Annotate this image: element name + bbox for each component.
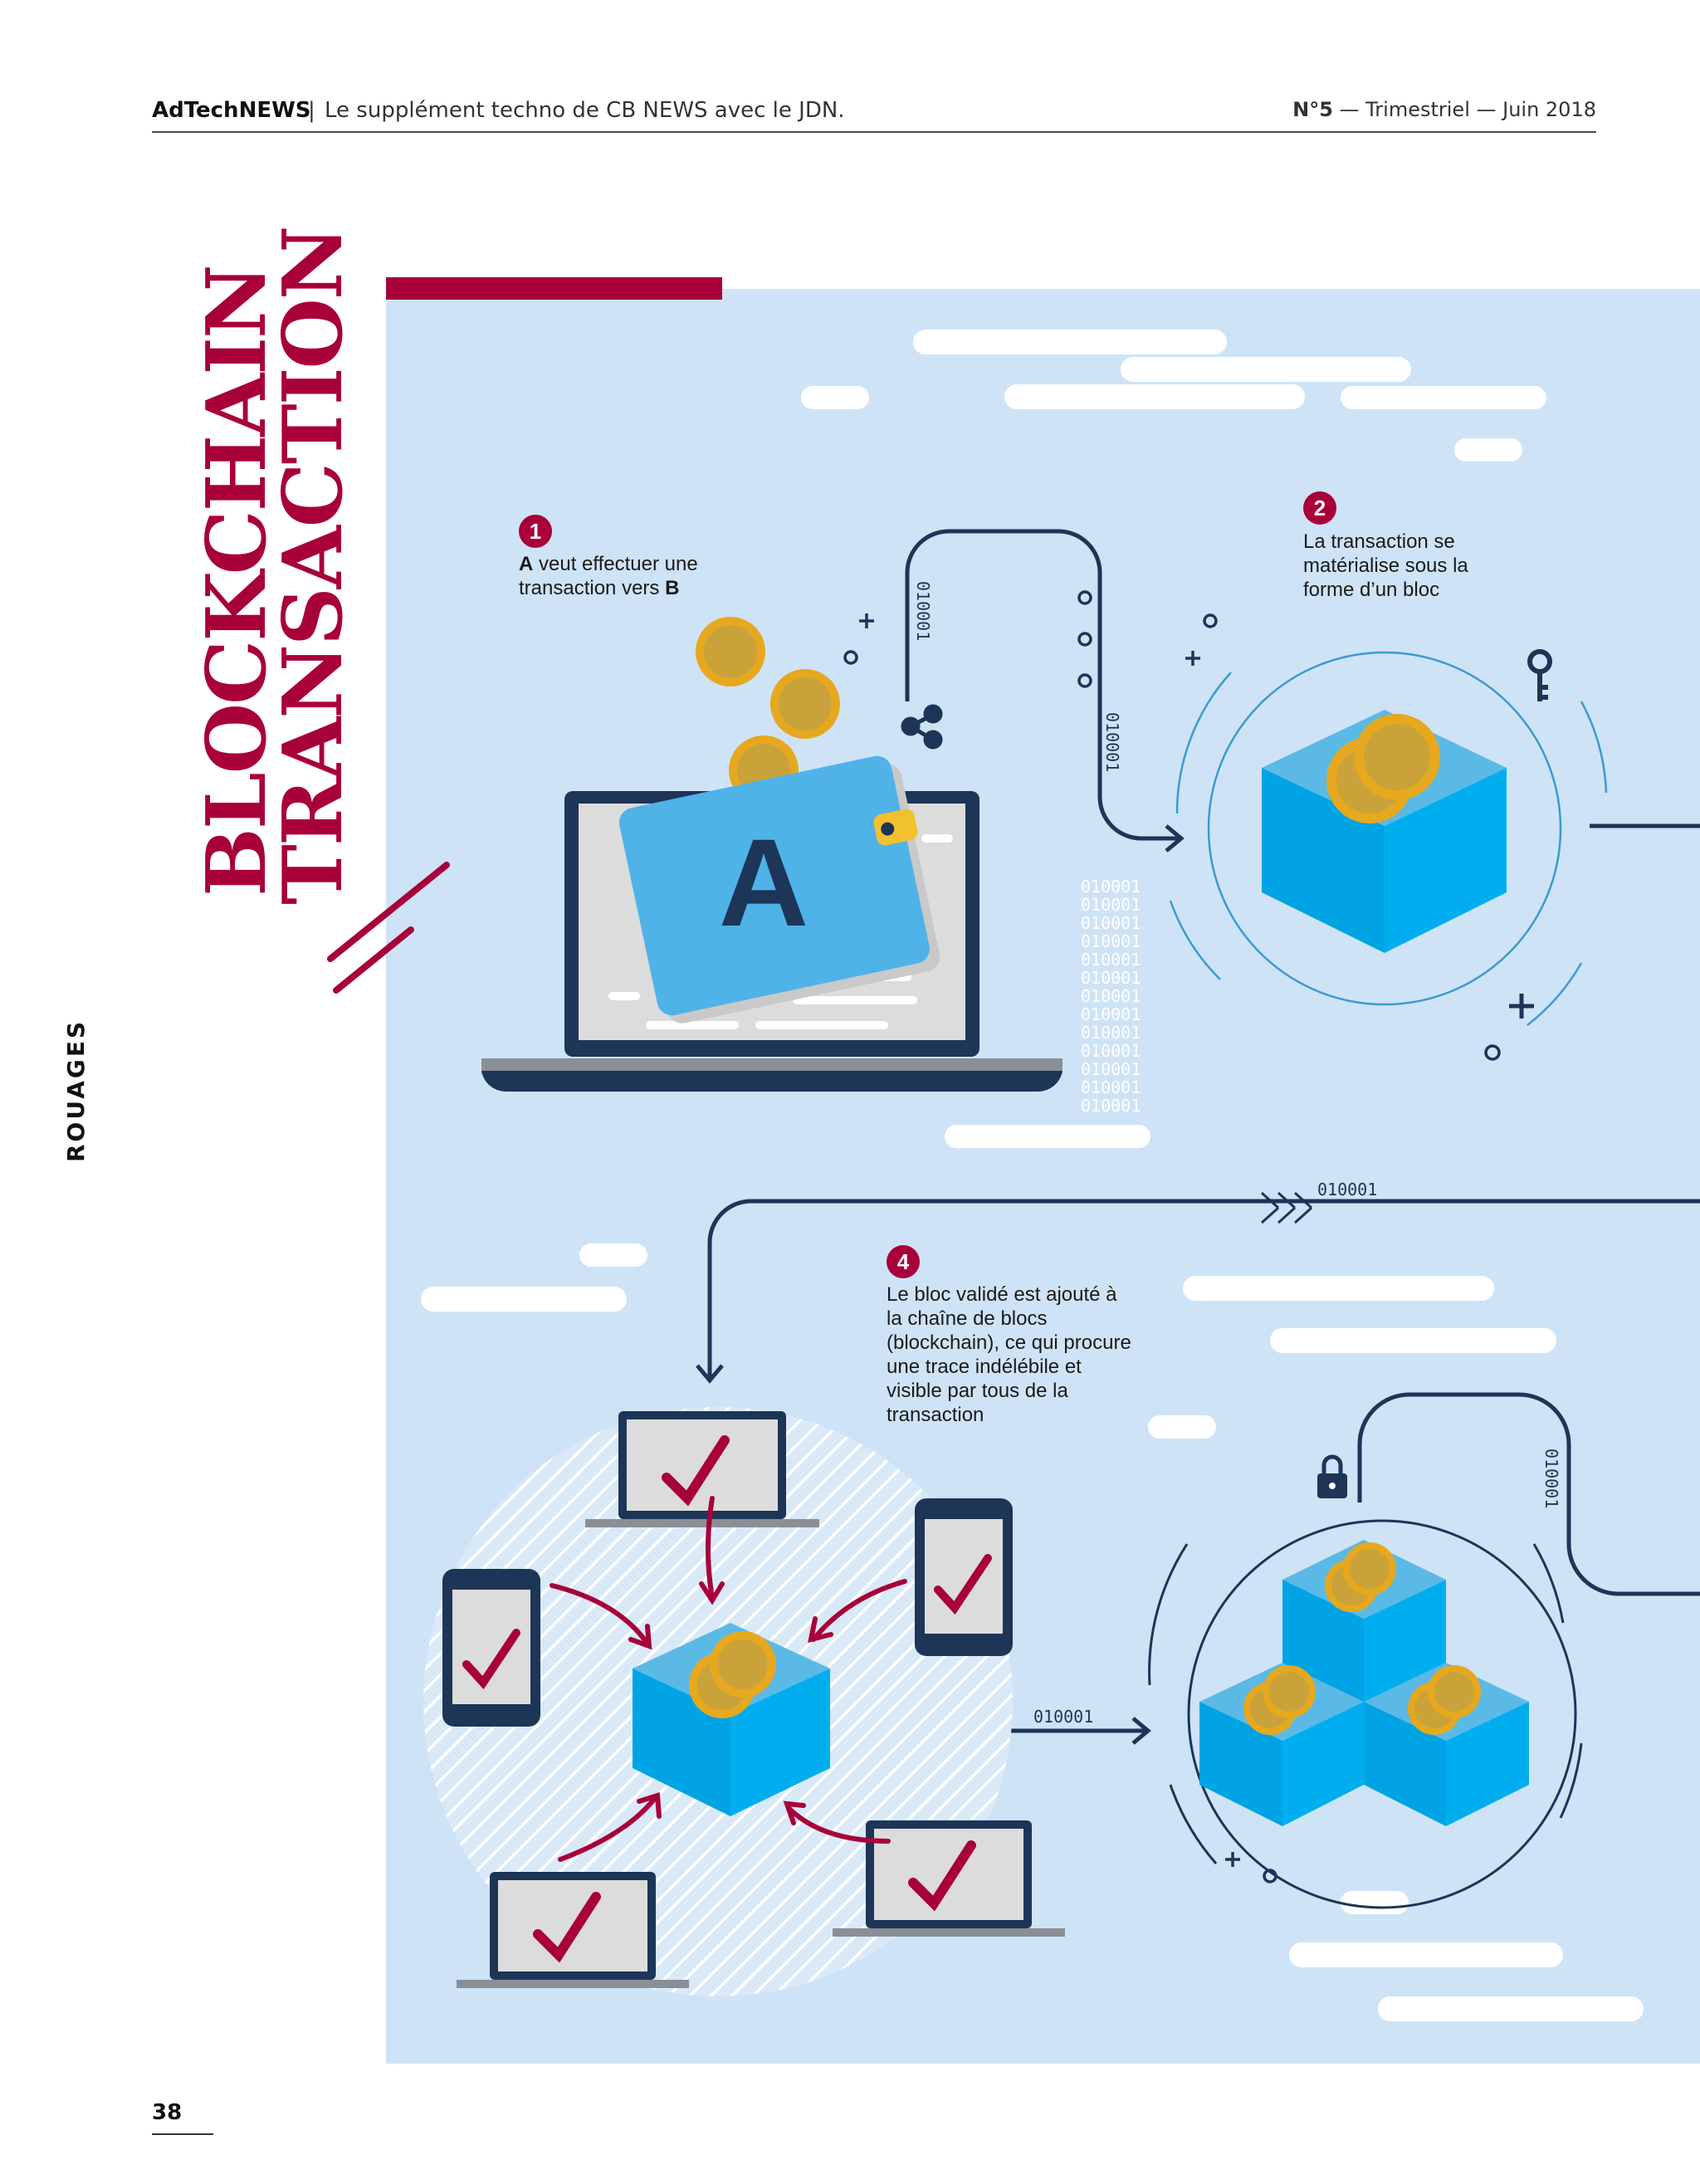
step-2-badge: 2: [1303, 491, 1336, 525]
validator-laptop-bottom-left: [457, 1872, 689, 1988]
laptop-wallet-illustration: A: [481, 617, 1062, 1092]
consensus-network-illustration: [423, 1407, 1065, 1996]
publication-tagline: Le supplément techno de CB NEWS avec le …: [325, 98, 845, 123]
block-cube-illustration: [1169, 651, 1608, 1026]
svg-text:010001: 010001: [1081, 1041, 1141, 1061]
svg-text:010001: 010001: [1081, 877, 1141, 897]
issue-number: N°5: [1292, 98, 1333, 121]
wallet-letter: A: [719, 813, 808, 952]
svg-text:010001: 010001: [1081, 950, 1141, 970]
svg-text:010001: 010001: [1081, 1023, 1141, 1043]
validator-laptop-bottom-right: [833, 1820, 1065, 1937]
party-b: B: [665, 577, 680, 599]
svg-text:010001: 010001: [1081, 986, 1141, 1006]
binary-label: 010001: [1102, 712, 1122, 772]
binary-label: 010001: [1033, 1707, 1093, 1727]
step-2-caption: La transaction se matérialise sous la fo…: [1303, 530, 1468, 601]
publication-name: AdTechNEWS: [152, 98, 311, 123]
key-icon: [1527, 649, 1552, 701]
validator-laptop-top: [585, 1411, 819, 1527]
share-icon: [901, 704, 943, 750]
lock-icon: [1317, 1454, 1347, 1498]
infographic-title: BLOCKCHAIN TRANSACTION: [189, 227, 361, 913]
issue-info: N°5 — Trimestriel — Juin 2018: [1292, 98, 1596, 121]
decorations: [843, 590, 1534, 1884]
page-header: AdTechNEWS | Le supplément techno de CB …: [152, 98, 1596, 133]
flow-lines: [696, 529, 1700, 1745]
accent-tab: [386, 277, 722, 300]
step-4-caption: Le bloc validé est ajouté à la chaîne de…: [887, 1283, 1131, 1426]
header-separator: |: [308, 98, 315, 123]
svg-text:010001: 010001: [1081, 968, 1141, 988]
party-a: A: [519, 553, 534, 575]
page-number: 38: [152, 2100, 183, 2125]
svg-text:010001: 010001: [1081, 895, 1141, 915]
binary-label: 010001: [1317, 1180, 1377, 1199]
blockchain-cubes-illustration: [1148, 1519, 1583, 1909]
svg-text:010001: 010001: [1081, 1077, 1141, 1097]
binary-label: 010001: [1541, 1449, 1561, 1508]
title-slashes: [327, 862, 450, 994]
binary-label: 010001: [913, 581, 933, 641]
step-4-badge: 4: [887, 1245, 920, 1278]
validator-phone-left: [442, 1569, 540, 1727]
svg-text:010001: 010001: [1081, 913, 1141, 933]
svg-text:010001: 010001: [1081, 1004, 1141, 1024]
step-1-caption: A veut effectuer une transaction vers B: [519, 553, 698, 599]
svg-text:010001: 010001: [1081, 931, 1141, 951]
validator-phone-right: [915, 1498, 1013, 1656]
page-number-rule: [152, 2133, 213, 2135]
binary-column: 010001 010001 010001 010001 010001 01000…: [1081, 877, 1141, 1116]
svg-text:010001: 010001: [1081, 1096, 1141, 1116]
issue-details: — Trimestriel — Juin 2018: [1332, 98, 1596, 121]
title-line-2: TRANSACTION: [266, 227, 361, 905]
step-1-badge: 1: [519, 515, 552, 548]
clouds: [421, 330, 1644, 2021]
validation-arrows: [550, 1496, 907, 1862]
svg-text:010001: 010001: [1081, 1059, 1141, 1079]
